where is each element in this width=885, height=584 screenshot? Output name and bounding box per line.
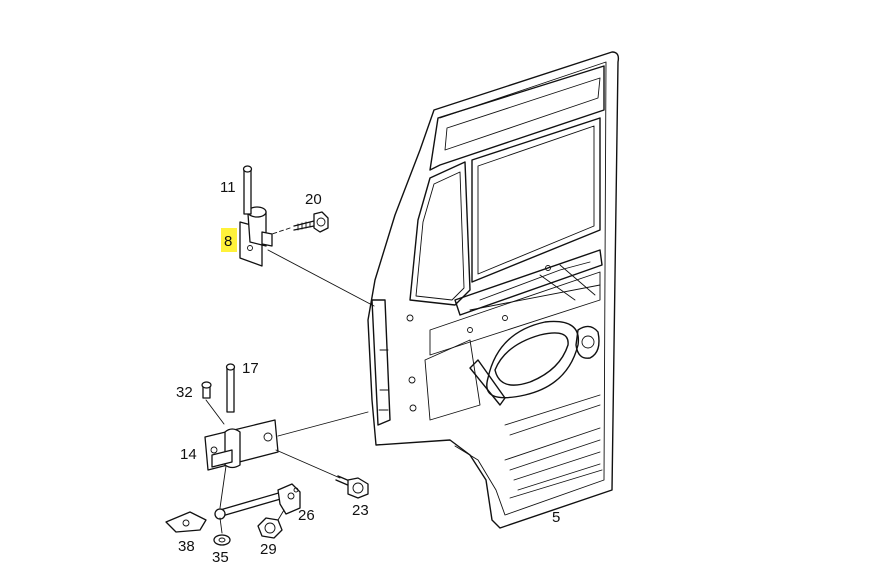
callout-29: 29 [260, 541, 277, 558]
lower-hinge[interactable] [204, 419, 279, 471]
svg-text:14: 14 [180, 446, 197, 463]
callout-14: 14 [180, 446, 197, 463]
washer-35[interactable] [213, 534, 231, 546]
upper-hinge[interactable] [239, 206, 273, 267]
bolt-32[interactable] [201, 381, 212, 399]
svg-text:35: 35 [212, 549, 229, 566]
callout-38: 38 [178, 538, 195, 555]
clip-38[interactable] [165, 511, 207, 533]
callout-35: 35 [212, 549, 229, 566]
callout-32: 32 [176, 384, 193, 401]
svg-text:29: 29 [260, 541, 277, 558]
svg-text:20: 20 [305, 191, 322, 208]
callout-17: 17 [242, 360, 259, 377]
svg-text:23: 23 [352, 502, 369, 519]
bolt-23[interactable] [335, 475, 369, 499]
callout-20: 20 [305, 191, 322, 208]
svg-text:26: 26 [298, 507, 315, 524]
callout-26: 26 [298, 507, 315, 524]
nut-29[interactable] [257, 517, 283, 539]
door-panel[interactable] [367, 51, 620, 529]
hinge-pin-lower[interactable] [225, 363, 236, 413]
svg-text:8: 8 [224, 233, 232, 250]
callout-8-highlighted: 8 [221, 228, 237, 252]
svg-text:38: 38 [178, 538, 195, 555]
callout-23: 23 [352, 502, 369, 519]
check-strap[interactable] [214, 483, 301, 520]
svg-text:5: 5 [552, 509, 560, 526]
svg-text:32: 32 [176, 384, 193, 401]
callout-5: 5 [552, 509, 560, 526]
bolt-upper[interactable] [293, 211, 329, 233]
callout-11: 11 [220, 179, 236, 196]
svg-text:17: 17 [242, 360, 259, 377]
hinge-pin-upper[interactable] [242, 165, 253, 215]
svg-text:11: 11 [220, 179, 236, 196]
highlight-marker [221, 228, 237, 252]
